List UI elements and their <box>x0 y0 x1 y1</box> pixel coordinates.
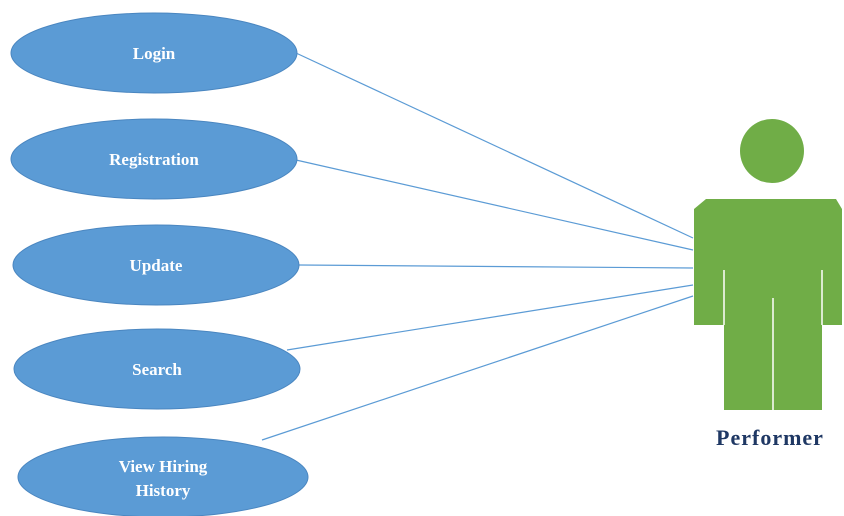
use-case-search[interactable]: Search <box>13 328 301 410</box>
use-case-label: Registration <box>109 150 199 169</box>
use-case-login[interactable]: Login <box>10 12 298 94</box>
actor-label: Performer <box>716 425 824 450</box>
actor-head <box>740 119 804 183</box>
use-case-ellipse[interactable] <box>13 328 301 410</box>
actor-performer[interactable]: Performer <box>694 119 842 450</box>
use-case-view-hiring-history[interactable]: View Hiring History <box>17 436 309 516</box>
use-case-ellipse[interactable] <box>12 224 300 306</box>
actor-icon <box>694 119 842 410</box>
use-case-label: Update <box>130 256 183 275</box>
use-case-registration[interactable]: Registration <box>10 118 298 200</box>
use-case-ellipse[interactable] <box>17 436 309 516</box>
actor-body <box>694 199 842 410</box>
connector-search <box>286 284 694 351</box>
use-case-ellipse[interactable] <box>10 12 298 94</box>
connectors <box>261 52 694 441</box>
connector-update <box>298 264 694 269</box>
use-case-ellipse[interactable] <box>10 118 298 200</box>
use-case-label: History <box>136 481 191 500</box>
connector-registration <box>295 159 694 251</box>
use-case-label: View Hiring <box>119 457 208 476</box>
use-case-update[interactable]: Update <box>12 224 300 306</box>
use-case-label: Login <box>133 44 176 63</box>
connector-view-hiring-history <box>261 295 694 441</box>
connector-login <box>295 52 694 239</box>
use-case-label: Search <box>132 360 182 379</box>
